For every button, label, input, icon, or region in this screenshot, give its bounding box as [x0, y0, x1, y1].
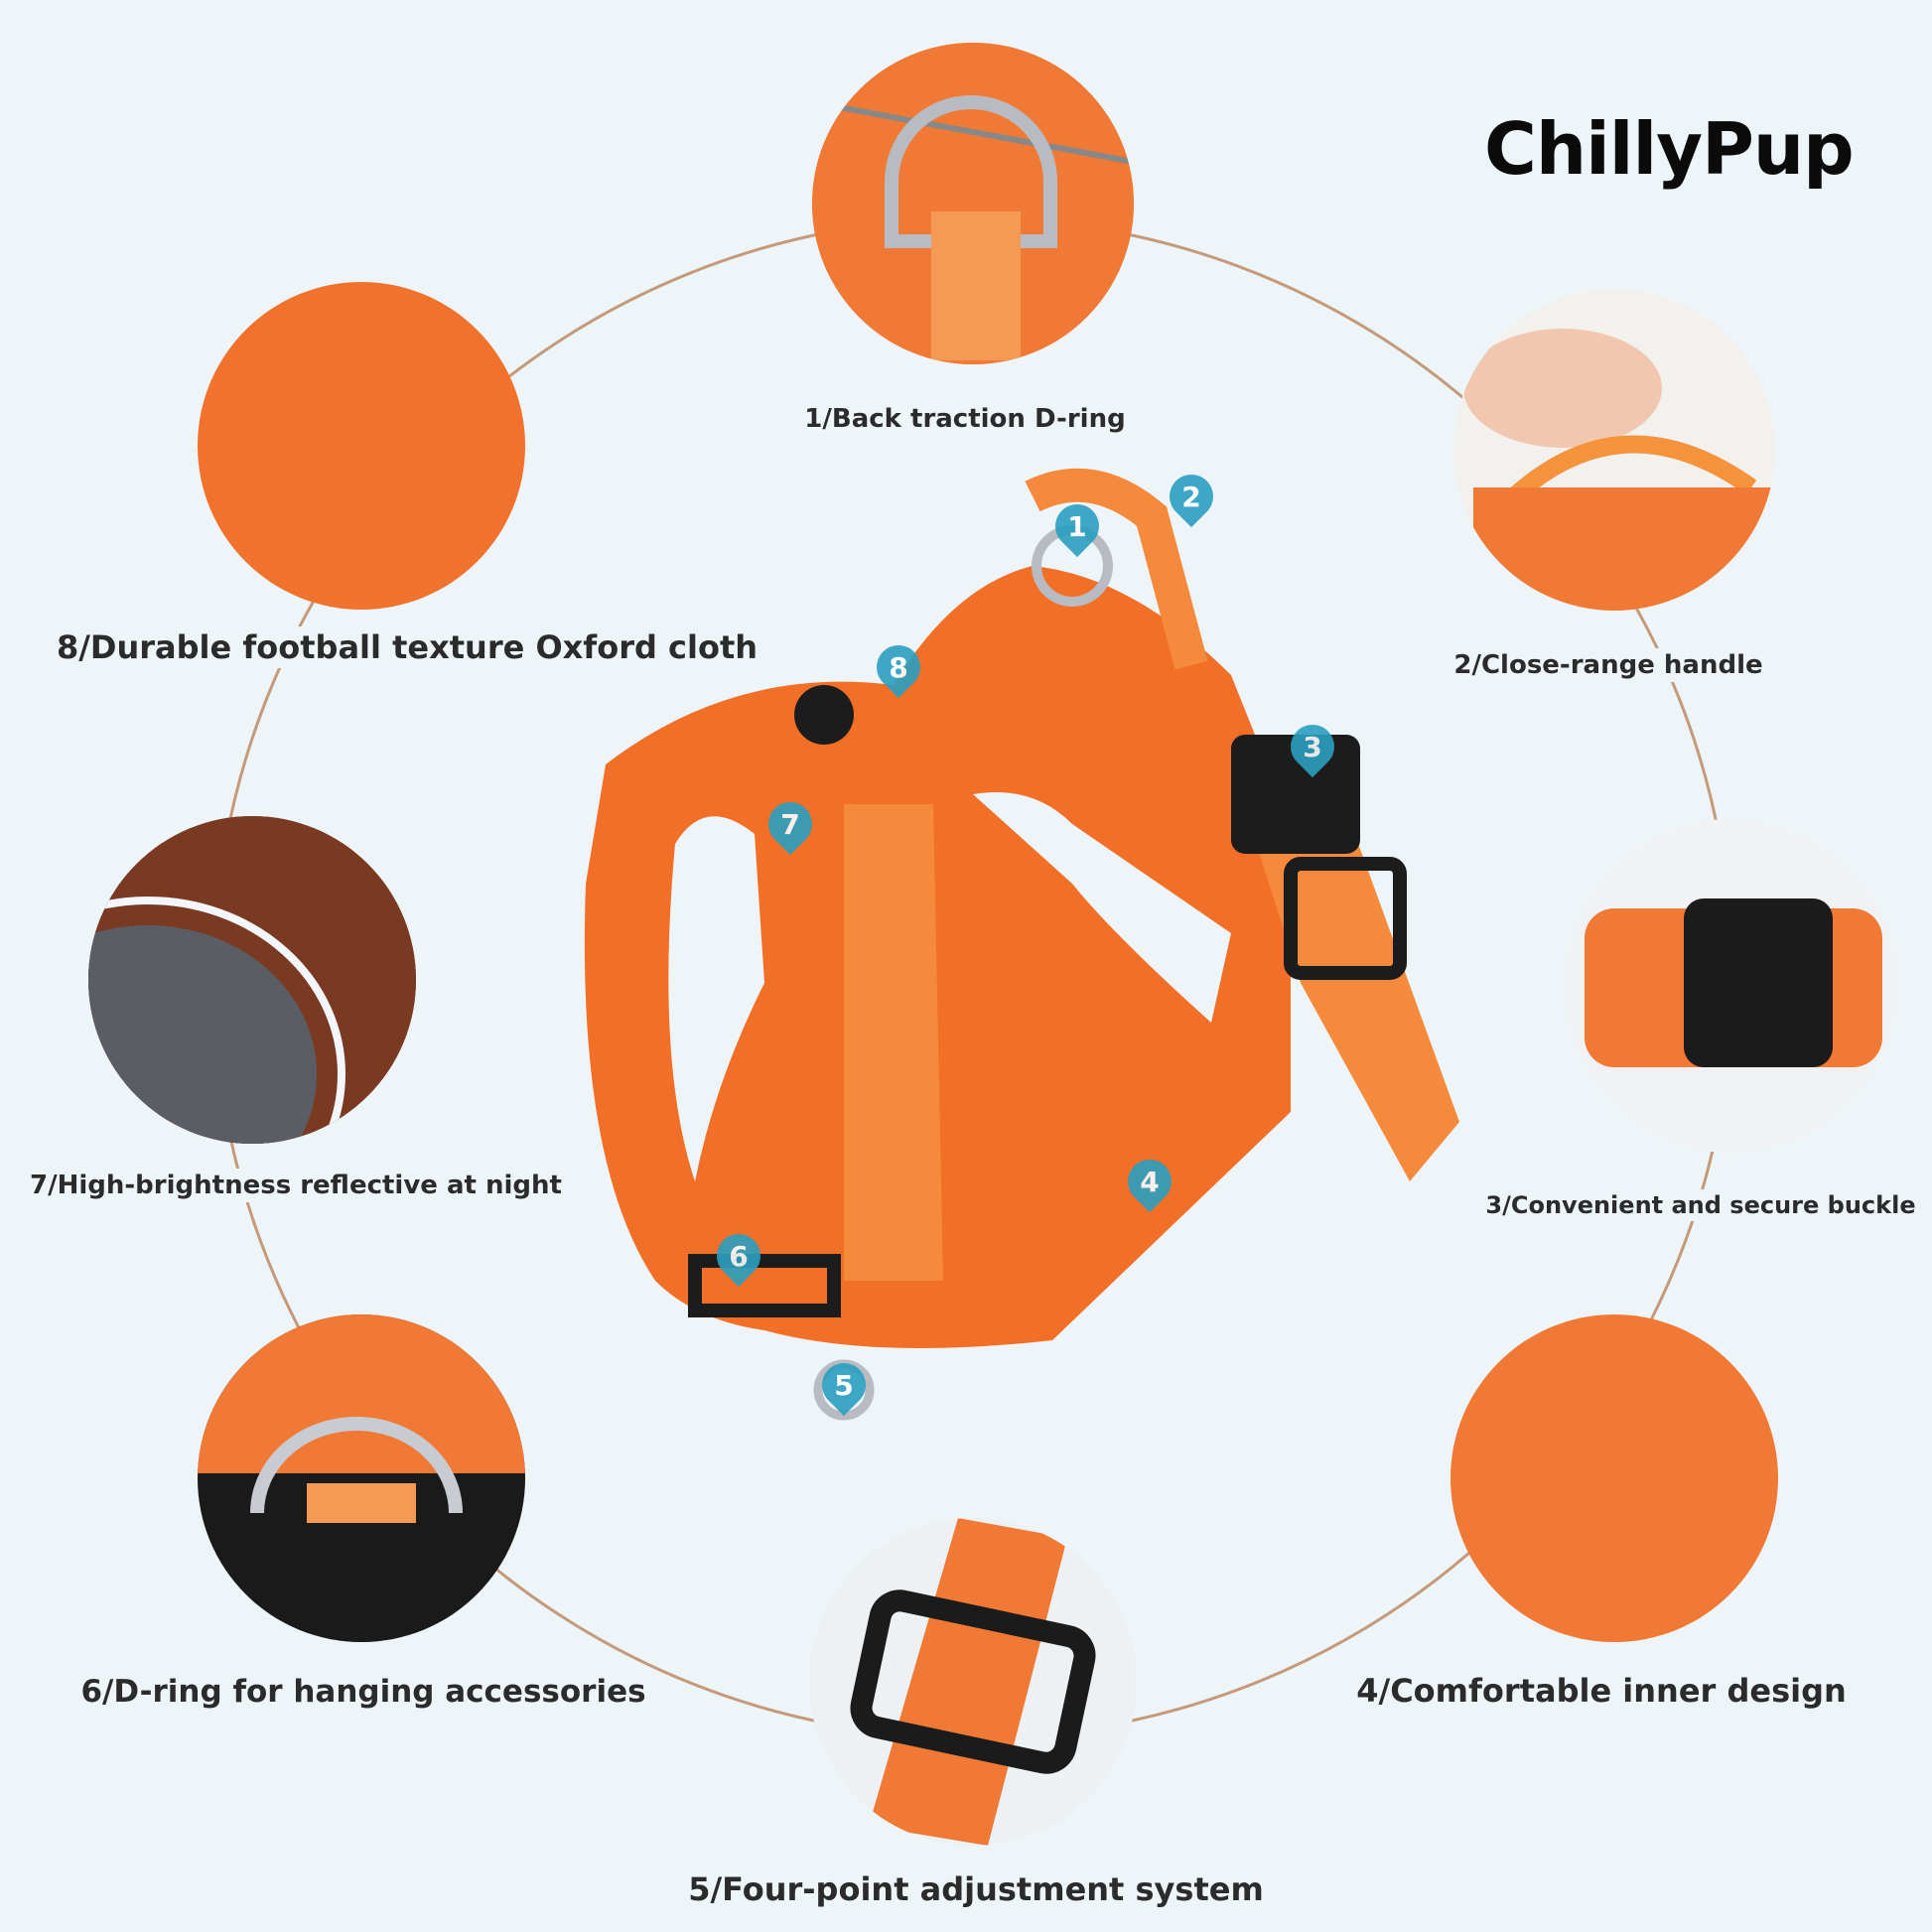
marker-pin-7: 7	[759, 792, 822, 856]
detail-inner-padding-photo	[1450, 1314, 1778, 1642]
feature-label-7: 7/High-brightness reflective at night	[24, 1169, 568, 1202]
marker-number: 7	[780, 807, 800, 841]
feature-label-4: 4/Comfortable inner design	[1350, 1670, 1853, 1712]
detail-hanging-d-ring-photo	[198, 1314, 525, 1642]
harness-illustration	[584, 468, 1459, 1421]
marker-number: 8	[889, 650, 908, 684]
marker-pin-4: 4	[1118, 1150, 1181, 1213]
feature-label-2: 2/Close-range handle	[1448, 648, 1769, 682]
marker-number: 3	[1303, 730, 1322, 763]
brand-logo: ChillyPup	[1484, 107, 1855, 191]
detail-oxford-texture-photo	[198, 282, 525, 610]
feature-label-6: 6/D-ring for hanging accessories	[74, 1672, 652, 1712]
marker-pin-1: 1	[1045, 494, 1109, 558]
detail-buckle-photo	[1565, 819, 1898, 1153]
feature-label-8: 8/Durable football texture Oxford cloth	[50, 626, 764, 668]
marker-pin-3: 3	[1281, 715, 1344, 778]
marker-number: 1	[1067, 509, 1087, 543]
detail-adjuster-photo	[809, 1518, 1137, 1846]
detail-d-ring-photo	[812, 43, 1134, 364]
feature-label-3: 3/Convenient and secure buckle	[1479, 1189, 1922, 1221]
marker-pin-5: 5	[812, 1353, 876, 1417]
feature-label-1: 1/Back traction D-ring	[798, 402, 1132, 436]
detail-reflective-photo	[88, 816, 416, 1144]
marker-number: 6	[729, 1239, 749, 1273]
feature-label-5: 5/Four-point adjustment system	[682, 1868, 1270, 1910]
marker-pin-2: 2	[1160, 465, 1223, 528]
marker-pin-6: 6	[707, 1224, 770, 1288]
marker-number: 5	[834, 1368, 854, 1402]
marker-number: 2	[1181, 480, 1201, 513]
marker-number: 4	[1140, 1165, 1160, 1198]
marker-pin-8: 8	[867, 635, 930, 699]
